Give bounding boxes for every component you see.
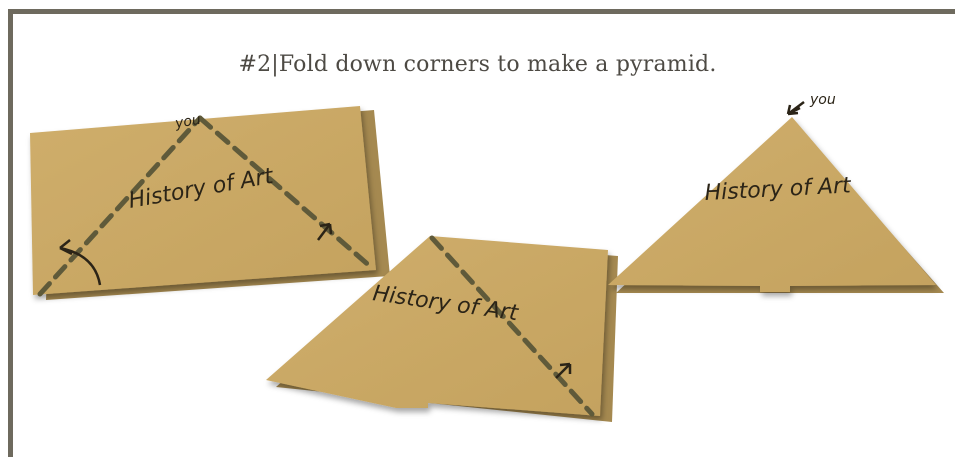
card-c-body [608, 117, 936, 292]
card-step-a: History of Art you [30, 106, 390, 300]
card-c-pointer-arrow-icon [788, 102, 804, 114]
card-c-pointer-label: you [809, 92, 836, 108]
card-step-c: History of Art you [608, 92, 944, 293]
